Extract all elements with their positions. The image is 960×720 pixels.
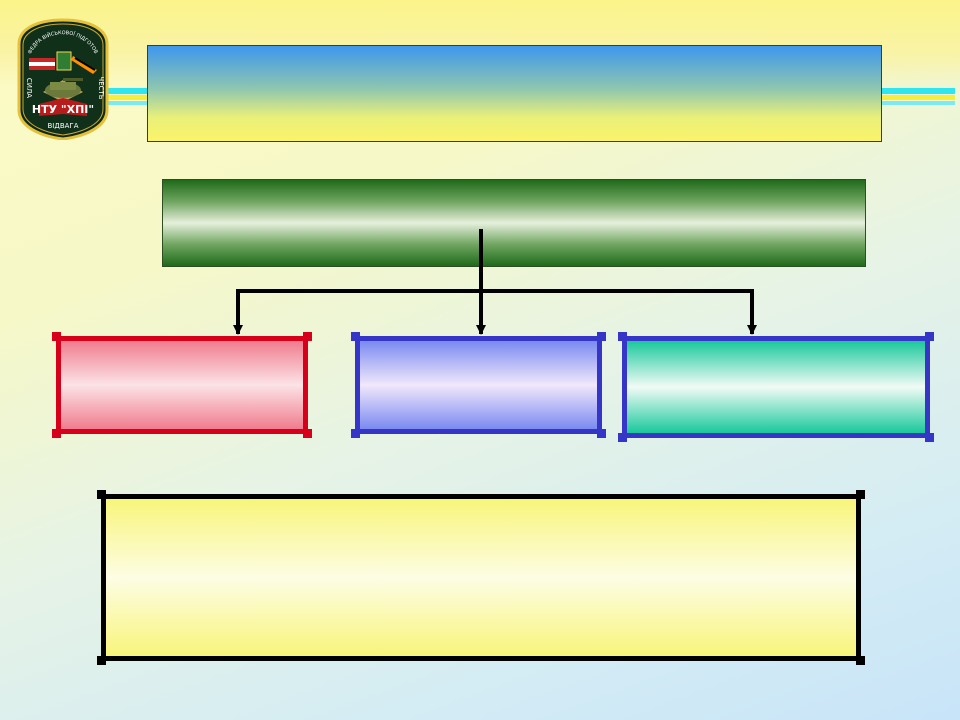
child-node-box-1 [56, 336, 308, 434]
corner-marker [925, 332, 934, 341]
corner-marker [597, 429, 606, 438]
corner-marker [618, 433, 627, 442]
child-node-box-2 [355, 336, 602, 434]
root-node-box [162, 179, 866, 267]
corner-marker [97, 656, 106, 665]
title-box [147, 45, 882, 142]
corner-marker [351, 332, 360, 341]
corner-marker [52, 429, 61, 438]
svg-text:ВІДВАГА: ВІДВАГА [48, 122, 79, 130]
corner-marker [856, 656, 865, 665]
svg-text:СИЛА: СИЛА [25, 78, 33, 98]
corner-marker [303, 332, 312, 341]
child-node-box-3 [622, 336, 930, 438]
department-emblem: КАФЕДРА ВІЙСЬКОВОЇ ПІДГОТОВКИ НТУ "ХПІ" … [17, 18, 109, 140]
corner-marker [52, 332, 61, 341]
corner-marker [97, 490, 106, 499]
corner-marker [618, 332, 627, 341]
svg-text:НТУ "ХПІ": НТУ "ХПІ" [32, 103, 94, 116]
corner-marker [856, 490, 865, 499]
corner-marker [925, 433, 934, 442]
corner-marker [303, 429, 312, 438]
svg-text:ЧЕСТЬ: ЧЕСТЬ [97, 76, 105, 99]
corner-marker [351, 429, 360, 438]
corner-marker [597, 332, 606, 341]
summary-box [101, 494, 861, 661]
